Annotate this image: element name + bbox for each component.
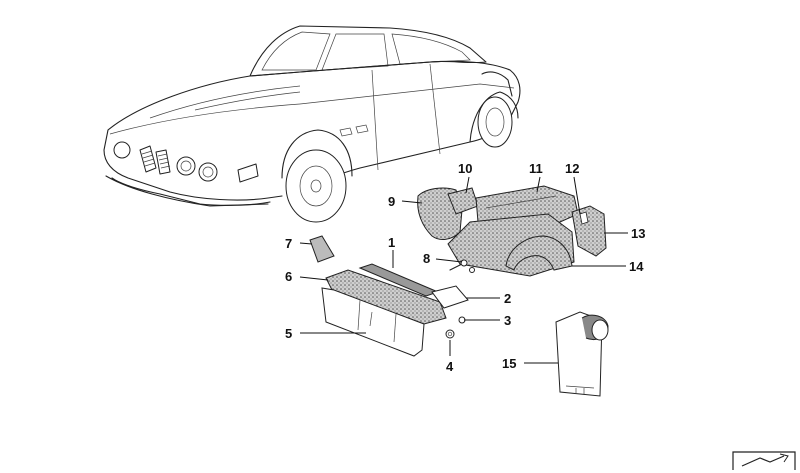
callout-8: 8: [423, 251, 430, 266]
part-12-side-trim: [571, 205, 607, 257]
part-5-panel: [321, 287, 425, 357]
part-15-rolled-mat: [555, 311, 609, 397]
callout-5: 5: [285, 326, 292, 341]
callout-4: 4: [446, 359, 454, 374]
callout-7: 7: [285, 236, 292, 251]
callout-10: 10: [458, 161, 472, 176]
leader-lines: [299, 176, 628, 364]
callout-6: 6: [285, 269, 292, 284]
part-7-clip: [309, 235, 335, 263]
part-14-floor-carpet: [447, 213, 575, 277]
callout-2: 2: [504, 291, 511, 306]
callout-13: 13: [631, 226, 645, 241]
callout-11: 11: [529, 161, 543, 176]
callout-9: 9: [388, 194, 395, 209]
page-corner-icon: [732, 451, 796, 470]
callout-15: 15: [502, 356, 516, 371]
callout-12: 12: [565, 161, 579, 176]
callout-1: 1: [388, 235, 395, 250]
callout-numbers: 1 2 3 4 5 6 7 8 9 10 11 12 13 14 15: [285, 161, 645, 374]
part-4-screw: [445, 329, 455, 339]
callout-3: 3: [504, 313, 511, 328]
part-2-strip: [431, 285, 469, 309]
callout-14: 14: [629, 259, 644, 274]
car-illustration: [103, 25, 521, 223]
part-8-screw: [449, 259, 475, 273]
